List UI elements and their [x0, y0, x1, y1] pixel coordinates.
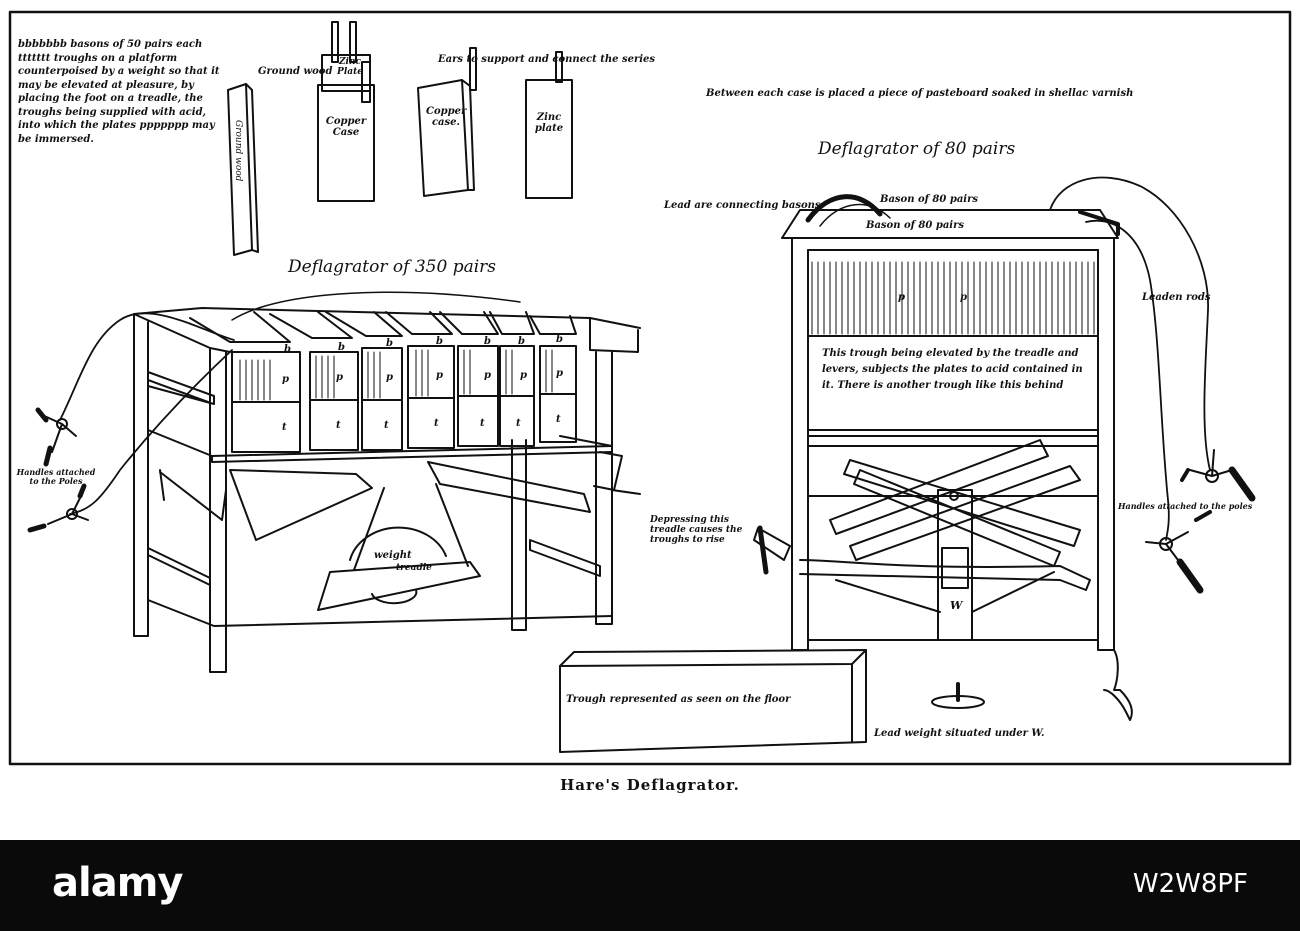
label-lead-connecting-basons: Lead are connecting basons	[664, 200, 821, 211]
label-p-mark-2: p	[336, 372, 343, 383]
plate-border	[8, 10, 1292, 766]
label-lead-weight: Lead weight situated under W.	[874, 728, 1045, 739]
label-trough-elevated-note: This trough being elevated by the treadl…	[822, 348, 1083, 391]
ground-wood-piece	[227, 83, 259, 256]
label-deflagrator-80: Deflagrator of 80 pairs	[818, 139, 1016, 159]
label-p-mark-8: p	[898, 292, 905, 303]
label-b-mark-6: b	[518, 336, 525, 347]
label-t-mark-4: t	[434, 418, 439, 429]
label-bason-80-a: Bason of 80 pairs	[880, 194, 979, 205]
label-zinc-plate-small: Zinc Plate	[337, 57, 363, 77]
deflagrator-350-basons	[189, 311, 577, 453]
engraving-plate: bbbbbbb basons of 50 pairs each ttttttt …	[8, 10, 1292, 794]
label-treadle: treadle	[396, 563, 432, 573]
deflagrator-drawing	[8, 10, 1292, 766]
label-b-mark-4: b	[436, 336, 443, 347]
label-between-each-case: Between each case is placed a piece of p…	[706, 88, 1134, 99]
label-t-mark-5: t	[480, 418, 485, 429]
floor-trough	[559, 649, 867, 753]
label-p-mark-9: p	[960, 292, 967, 303]
label-t-mark-1: t	[282, 422, 287, 433]
watermark-banner: alamy W2W8PF	[0, 840, 1300, 931]
label-p-mark-7: p	[556, 368, 563, 379]
label-bason-80-b: Bason of 80 pairs	[866, 220, 965, 231]
label-deflagrator-350: Deflagrator of 350 pairs	[288, 257, 496, 277]
label-b-mark-2: b	[338, 342, 345, 353]
label-handles-right: Handles attached to the poles	[1118, 501, 1253, 511]
deflagrator-350-levers	[159, 451, 623, 611]
label-copper-case-1: Copper Case	[325, 116, 367, 138]
label-b-mark-5: b	[484, 336, 491, 347]
copper-case-second	[417, 47, 477, 197]
left-wires-and-handles	[27, 291, 521, 533]
label-ears-note: Ears to support and connect the series	[438, 54, 656, 65]
label-b-mark-3: b	[386, 338, 393, 349]
label-p-mark-3: p	[386, 372, 393, 383]
label-p-mark-4: p	[436, 370, 443, 381]
top-left-note: bbbbbbb basons of 50 pairs each ttttttt …	[18, 39, 220, 145]
label-t-mark-6: t	[516, 418, 521, 429]
deflagrator-80-wires	[805, 176, 1256, 594]
label-weight: weight	[374, 550, 412, 561]
label-p-mark-6: p	[520, 370, 527, 381]
label-depressing-treadle: Depressing this treadle causes the troug…	[650, 515, 743, 545]
watermark-image-id: W2W8PF	[1132, 869, 1248, 899]
copper-case-with-zinc	[317, 21, 375, 202]
label-t-mark-2: t	[336, 420, 341, 431]
zinc-plate-second	[525, 51, 573, 199]
label-b-mark-1: b	[284, 344, 291, 355]
label-trough-floor: Trough represented as seen on the floor	[566, 694, 791, 705]
figure-caption: Hare's Deflagrator.	[560, 776, 740, 794]
label-w-mark: W	[950, 599, 963, 612]
label-ground-wood-left: Ground wood	[258, 66, 333, 77]
label-handles-left: Handles attached to the Poles	[16, 467, 96, 486]
deflagrator-80-frame	[781, 209, 1133, 721]
label-ground-wood-bar: Ground wood	[233, 120, 243, 182]
label-copper-case-2: Copper case.	[426, 106, 467, 128]
label-t-mark-3: t	[384, 420, 389, 431]
label-zinc-plate-2: Zinc plate	[534, 112, 564, 134]
weight-disc	[349, 526, 447, 561]
label-p-mark-1: p	[282, 374, 289, 385]
label-b-mark-7: b	[556, 334, 563, 345]
label-leaden-rods: Leaden rods	[1142, 292, 1211, 303]
deflagrator-80-levers	[753, 439, 1099, 709]
label-p-mark-5: p	[484, 370, 491, 381]
watermark-brand-logo: alamy	[52, 860, 183, 906]
label-t-mark-7: t	[556, 414, 561, 425]
